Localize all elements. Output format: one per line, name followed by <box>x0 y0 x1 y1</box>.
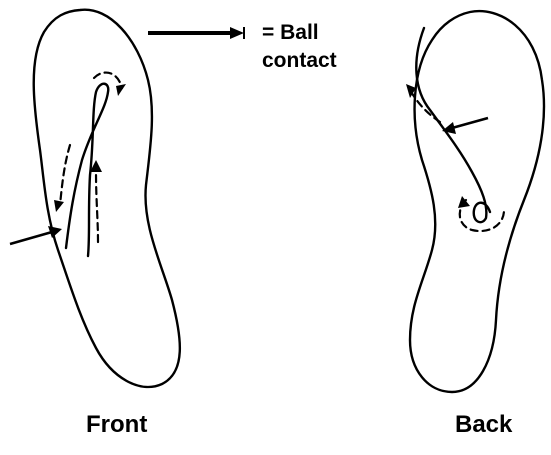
front-motion-path <box>66 84 108 256</box>
legend-label: = Ball contact <box>262 19 372 75</box>
legend-line-2: contact <box>262 47 372 75</box>
legend-arrow-icon <box>148 27 244 39</box>
back-dash-arrowhead-loop <box>458 196 470 208</box>
front-panel-label: Front <box>86 411 147 439</box>
front-dash-arrowhead-left <box>54 200 64 212</box>
front-foot-outline <box>34 10 180 387</box>
legend-line-1: = Ball <box>262 19 372 47</box>
back-foot-outline <box>410 11 544 392</box>
front-dash-arrowhead-top <box>116 84 126 96</box>
front-dashed-right <box>96 172 98 242</box>
back-panel-label: Back <box>455 411 512 439</box>
back-ball-contact-arrow <box>442 118 488 134</box>
front-dashed-left <box>60 145 70 205</box>
